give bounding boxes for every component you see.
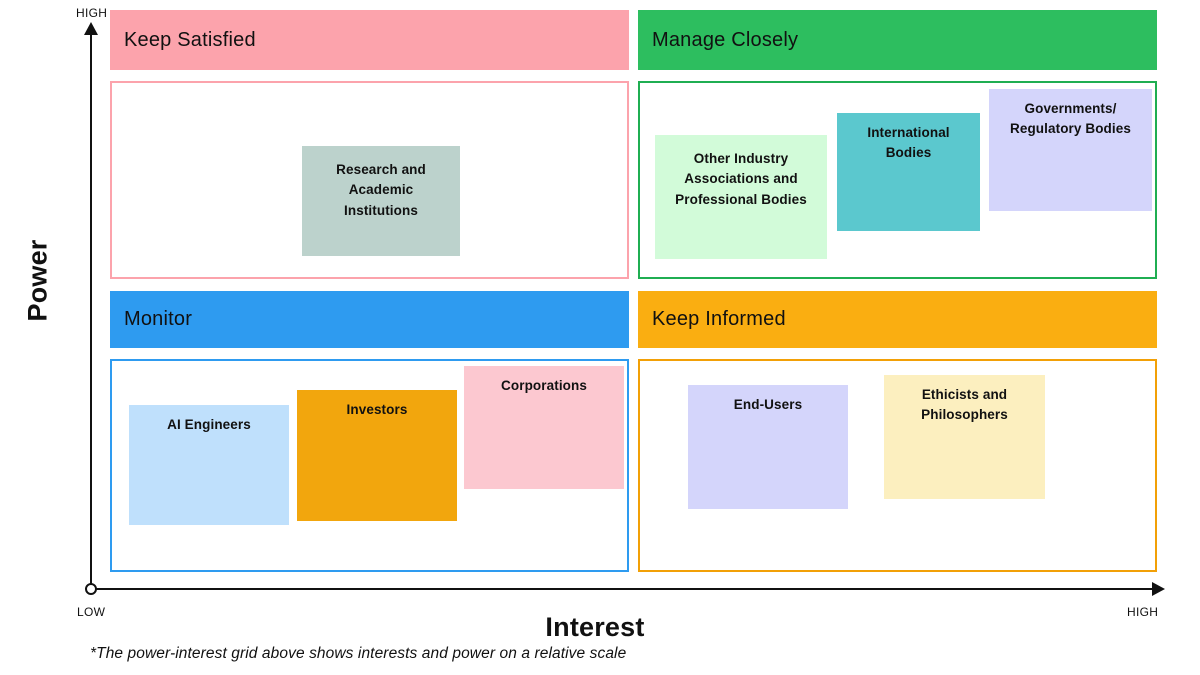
x-axis-high-tick-label: HIGH [1127,605,1159,619]
stakeholder-box[interactable]: Research and Academic Institutions [302,146,460,256]
quadrant-label-keep-informed: Keep Informed [652,308,786,330]
stakeholder-label: Ethicists and Philosophers [921,387,1008,423]
x-axis-arrow-icon [1152,582,1165,596]
stakeholder-box[interactable]: Corporations [464,366,624,489]
quadrant-header-keep-satisfied: Keep Satisfied [110,10,629,70]
stakeholder-box[interactable]: International Bodies [837,113,980,231]
stakeholder-label: Investors [346,402,408,417]
stakeholder-label: Corporations [501,378,587,393]
stakeholder-label: International Bodies [867,125,950,161]
axis-origin-dot-icon [85,583,97,595]
stakeholder-box[interactable]: Investors [297,390,457,521]
quadrant-label-keep-satisfied: Keep Satisfied [124,28,256,51]
quadrant-keep-informed: Keep Informed End-Users Ethicists and Phi… [638,291,1157,572]
stakeholder-label: Other Industry Associations and Professi… [675,151,807,207]
quadrant-header-manage-closely: Manage Closely [638,10,1157,70]
quadrant-header-keep-informed: Keep Informed [638,291,1157,348]
stakeholder-box[interactable]: Other Industry Associations and Professi… [655,135,827,259]
stakeholder-label: End-Users [733,397,803,412]
stakeholder-box[interactable]: Ethicists and Philosophers [884,375,1045,499]
y-axis-arrow-icon [84,22,98,35]
quadrant-body-keep-informed: End-Users Ethicists and Philosophers [638,359,1157,572]
stakeholder-box[interactable]: Governments/ Regulatory Bodies [989,89,1152,211]
x-axis-low-tick-label: LOW [77,605,106,619]
quadrant-monitor: Monitor AI Engineers Investors Corporation… [110,291,629,572]
stakeholder-box[interactable]: AI Engineers [129,405,289,525]
y-axis-title: Power [22,239,53,322]
y-axis-line [90,34,92,589]
quadrant-body-manage-closely: Other Industry Associations and Professi… [638,81,1157,279]
quadrant-label-monitor: Monitor [124,308,193,330]
x-axis-title: Interest [545,612,645,642]
stakeholder-label: AI Engineers [167,417,251,432]
footnote-text: *The power-interest grid above shows int… [90,645,627,662]
quadrant-body-keep-satisfied: Research and Academic Institutions [110,81,629,279]
y-axis-high-tick-label: HIGH [76,6,108,20]
stakeholder-label: Research and Academic Institutions [336,162,426,218]
quadrant-header-monitor: Monitor [110,291,629,348]
stakeholder-box[interactable]: End-Users [688,385,848,509]
x-axis-line [90,588,1158,590]
quadrant-keep-satisfied: Keep Satisfied Research and Academic Ins… [110,10,629,279]
quadrant-body-monitor: AI Engineers Investors Corporations [110,359,629,572]
quadrant-label-manage-closely: Manage Closely [652,28,799,51]
quadrant-manage-closely: Manage Closely Other Industry Associatio… [638,10,1157,279]
stakeholder-label: Governments/ Regulatory Bodies [1010,101,1131,137]
